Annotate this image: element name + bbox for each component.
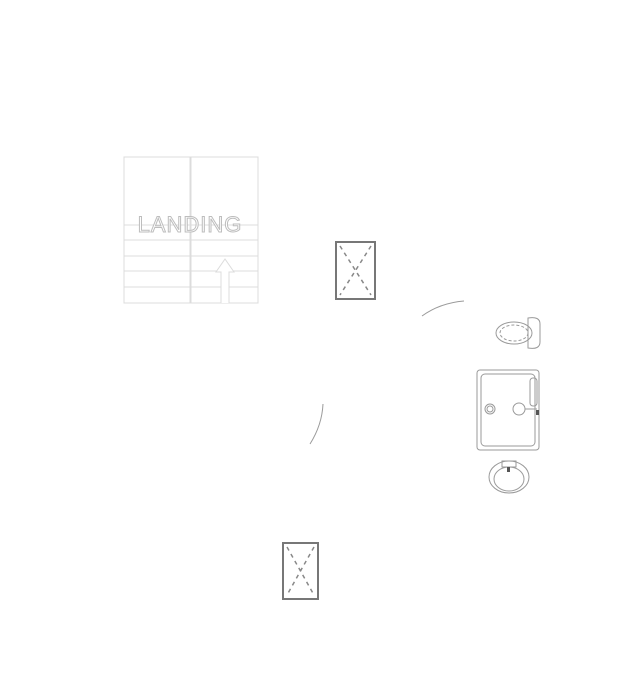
bathtub-icon xyxy=(476,369,540,451)
up-arrow-icon xyxy=(215,258,235,303)
door-swing-arc xyxy=(309,403,324,445)
door-swing-arc xyxy=(421,300,465,317)
toilet-icon xyxy=(495,317,541,349)
column-marker-top xyxy=(335,241,376,300)
stair-treads-left xyxy=(124,224,190,288)
landing-label: LANDING xyxy=(138,212,243,237)
staircase: LANDING xyxy=(123,156,259,304)
column-marker-bottom xyxy=(282,542,319,600)
sink-icon xyxy=(488,460,530,494)
